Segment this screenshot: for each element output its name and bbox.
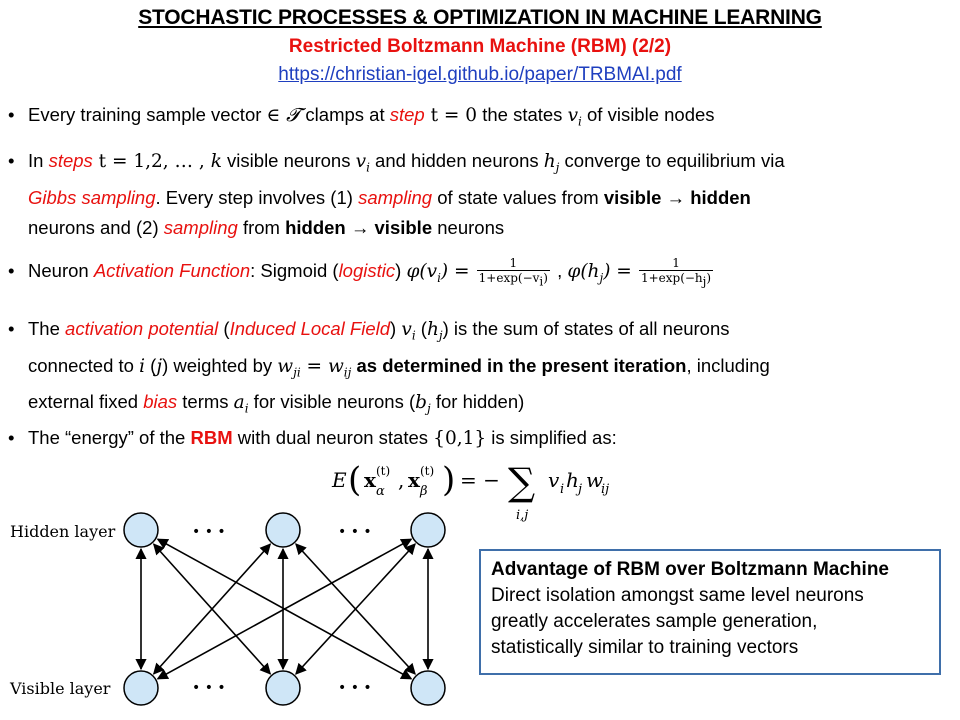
svg-text:i,j: i,j [516,508,528,523]
hidden-ellipsis-1: • • • [192,524,226,540]
hidden-neuron-3 [410,512,446,548]
svg-text:(t): (t) [376,464,390,478]
svg-text:α: α [376,484,385,499]
bullet-gibbs-sampling: In steps t = 1,2, … , k visible neurons … [8,146,933,243]
energy-formula: E ( x (t) α , x (t) β ) = − ∑ i,j v i h … [331,460,609,523]
connection-arrow-h3-v2 [295,543,416,675]
svg-text:ij: ij [601,482,609,497]
svg-text:= −: = − [460,468,500,492]
svg-text:x: x [408,468,421,492]
hidden-ellipsis-2: • • • [338,524,372,540]
bullet-energy: The “energy” of the RBM with dual neuron… [8,423,933,454]
svg-text:(: ( [348,460,361,500]
advantage-line-2: greatly accelerates sample generation, [491,611,818,632]
bullet-training-sample: Every training sample vector ∈ 𝓣 clamps … [8,100,933,137]
bullet-activation-function: Neuron Activation Function: Sigmoid (log… [8,256,933,293]
visible-ellipsis-1: • • • [192,680,226,696]
svg-text:β: β [419,484,428,499]
visible-layer-label: Visible layer [9,679,111,698]
hidden-layer-label: Hidden layer [10,522,116,541]
sum-symbol: ∑ [508,460,535,504]
hidden-neuron-1 [123,512,159,548]
advantage-line-1: Direct isolation amongst same level neur… [491,585,864,606]
energy-symbol: E [331,468,347,492]
svg-text:x: x [364,468,377,492]
svg-text:h: h [566,468,579,492]
svg-text:(t): (t) [420,464,434,478]
slide-title: STOCHASTIC PROCESSES & OPTIMIZATION IN M… [138,6,822,29]
visible-neuron-2 [265,670,301,706]
svg-text:v: v [548,468,560,492]
hidden-neuron-2 [265,512,301,548]
svg-text:w: w [586,468,603,492]
neuron-nodes [123,512,446,706]
svg-text:j: j [575,482,582,497]
advantage-line-3: statistically similar to training vector… [491,637,799,658]
rbm-network-diagram: Hidden layer Visible layer • • • • • • •… [9,512,446,706]
connection-arrows [135,538,434,680]
bullet-activation-potential: The activation potential (Induced Local … [8,314,933,424]
svg-text:i: i [560,482,564,497]
slide-subtitle: Restricted Boltzmann Machine (RBM) (2/2) [288,36,672,57]
advantage-title: Advantage of RBM over Boltzmann Machine [491,559,889,580]
visible-neuron-1 [123,670,159,706]
reference-link[interactable]: https://christian-igel.github.io/paper/T… [278,64,682,85]
svg-text:): ) [442,460,455,500]
advantage-callout-box: Advantage of RBM over Boltzmann Machine … [479,549,941,675]
svg-text:,: , [398,468,404,492]
visible-neuron-3 [410,670,446,706]
visible-ellipsis-2: • • • [338,680,372,696]
